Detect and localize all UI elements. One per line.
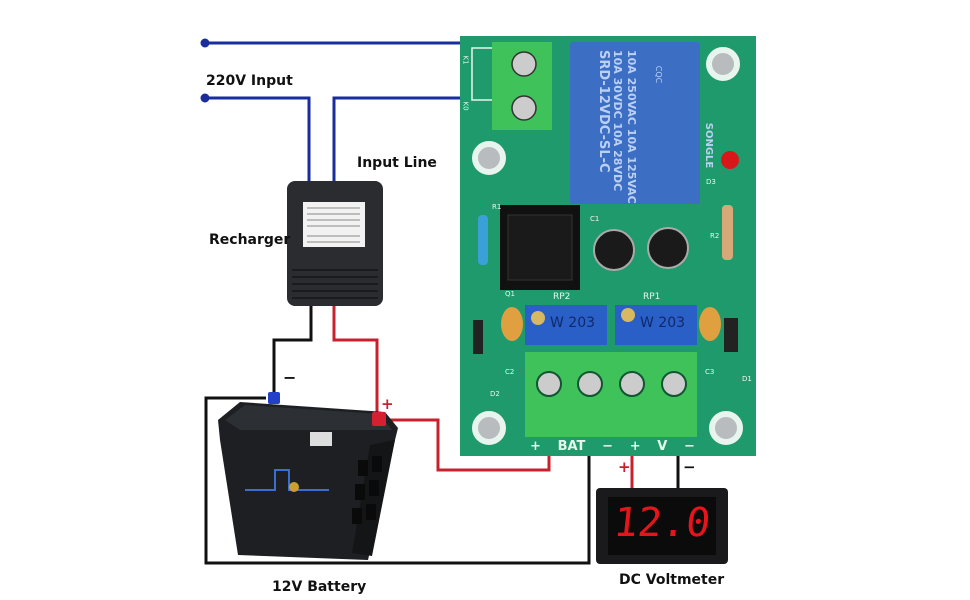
relay-markings: 10A 250VAC 10A 125VAC 10A 30VDC 10A 28VD… [568,50,714,204]
voltmeter-plus-sign: + [618,458,631,476]
relay-brand: SONGLE [703,122,715,169]
r2-label: R2 [710,232,720,240]
voltmeter-display: 12.0 [611,500,713,546]
rp1-label: RP1 [643,292,661,302]
c1-label: C1 [590,215,600,223]
rp2-value: W 203 [550,315,596,331]
label-input-line: Input Line [357,155,437,171]
relay-cert-mark: CQC [654,65,664,84]
bat-minus-label: − [602,439,614,454]
dc-voltmeter [596,488,728,564]
d3-label: D3 [706,178,716,186]
adjust-screw-icon [531,311,545,325]
screw-icon [511,51,537,77]
recharger-spec-label [303,202,365,247]
screw-icon [511,95,537,121]
bat-plus-label: + [530,439,541,454]
relay [570,42,700,204]
c3-label: C3 [705,368,715,376]
battery-positive-terminal [372,412,386,426]
battery-negative-terminal [268,392,280,404]
v-plus-label: + [629,439,641,454]
v-label: V [657,439,668,454]
capacitor-c2-ceramic [501,307,523,341]
bat-label: BAT [557,439,586,454]
battery [218,392,398,560]
q1-label: Q1 [505,290,515,298]
adjust-screw-icon [621,308,635,322]
v-minus-label: − [684,439,695,454]
d1-label: D1 [742,375,752,383]
relay-model: SRD-12VDC-SL-C [596,50,611,173]
rp2-label: RP2 [553,292,571,302]
rp1-value: W 203 [640,315,686,331]
label-12v-battery: 12V Battery [272,579,367,595]
diode-d1 [724,318,738,352]
relay-rating-line-1: 10A 250VAC 10A 125VAC [625,50,638,204]
label-220v-input: 220V Input [206,73,293,89]
relay-rating-line-2: 10A 30VDC 10A 28VDC [611,50,624,192]
r1-label: R1 [492,203,502,211]
charger-control-board [460,36,756,456]
label-dc-voltmeter: DC Voltmeter [619,572,725,588]
battery-minus-sign: − [283,368,297,387]
terminal-k1-label: K1 [461,55,470,65]
capacitor-c2 [647,227,689,269]
diode-d2 [473,320,483,354]
label-recharger: Recharger [209,232,291,248]
voltmeter-minus-sign: − [683,458,696,476]
terminal-k0-label: K0 [461,101,470,111]
d2-label: D2 [490,390,500,398]
resistor-r1 [478,215,488,265]
capacitor-c3-ceramic [699,307,721,341]
c2-label: C2 [505,368,515,376]
recharger-adapter [287,181,383,306]
resistor-r2 [722,205,733,260]
ac-input-wires [200,38,475,185]
output-terminal-labels: + BAT − + V − [530,439,695,455]
capacitor-c1 [593,229,635,271]
led-indicator [721,151,739,169]
battery-plus-sign: + [381,395,394,413]
